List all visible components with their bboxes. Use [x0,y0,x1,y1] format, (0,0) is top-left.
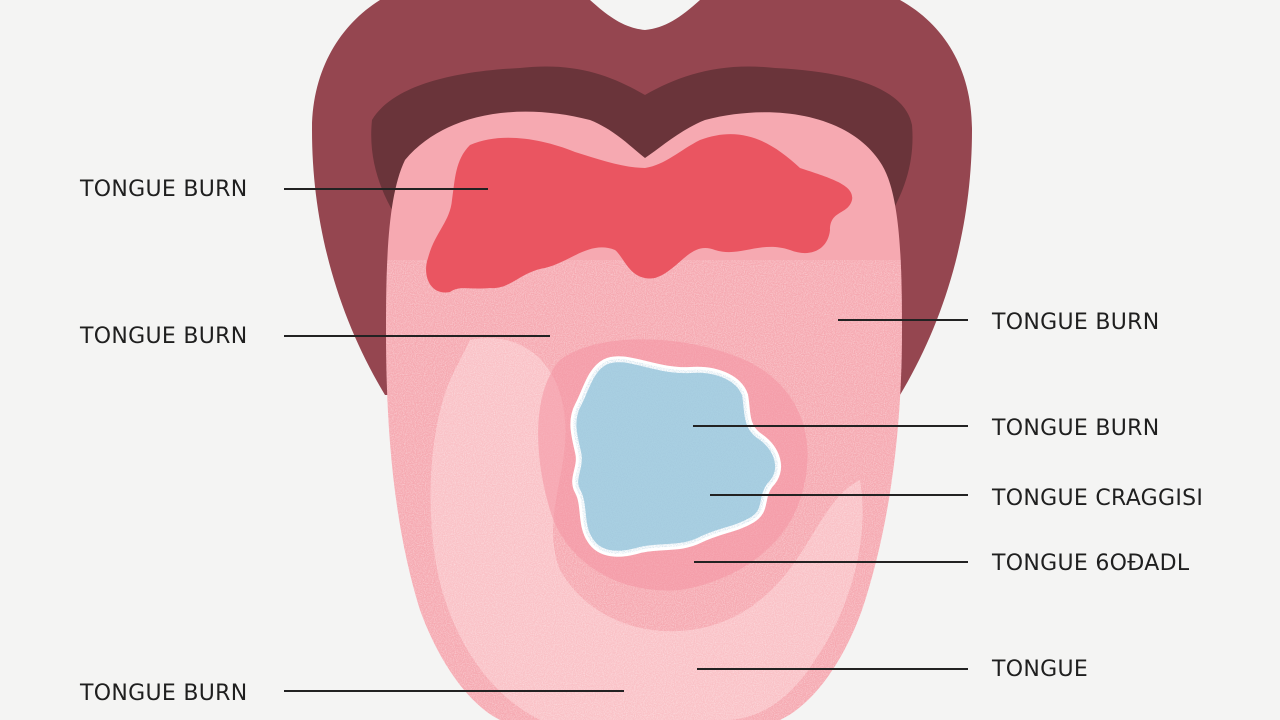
label-tongue-burn-top-left: TONGUE BURN [80,177,248,202]
label-tongue-burn-right-1: TONGUE BURN [992,310,1160,335]
label-tongue-craggisi: TONGUE CRAGGISI [992,486,1204,511]
leader-lines [284,188,968,692]
label-tongue-6odadl: TONGUE 6OĐADL [992,551,1190,576]
burn-patch [426,134,853,293]
label-tongue-burn-bottom-left: TONGUE BURN [80,681,248,706]
label-tongue: TONGUE [992,657,1089,682]
label-tongue-burn-right-2: TONGUE BURN [992,416,1160,441]
label-tongue-burn-mid-left: TONGUE BURN [80,324,248,349]
